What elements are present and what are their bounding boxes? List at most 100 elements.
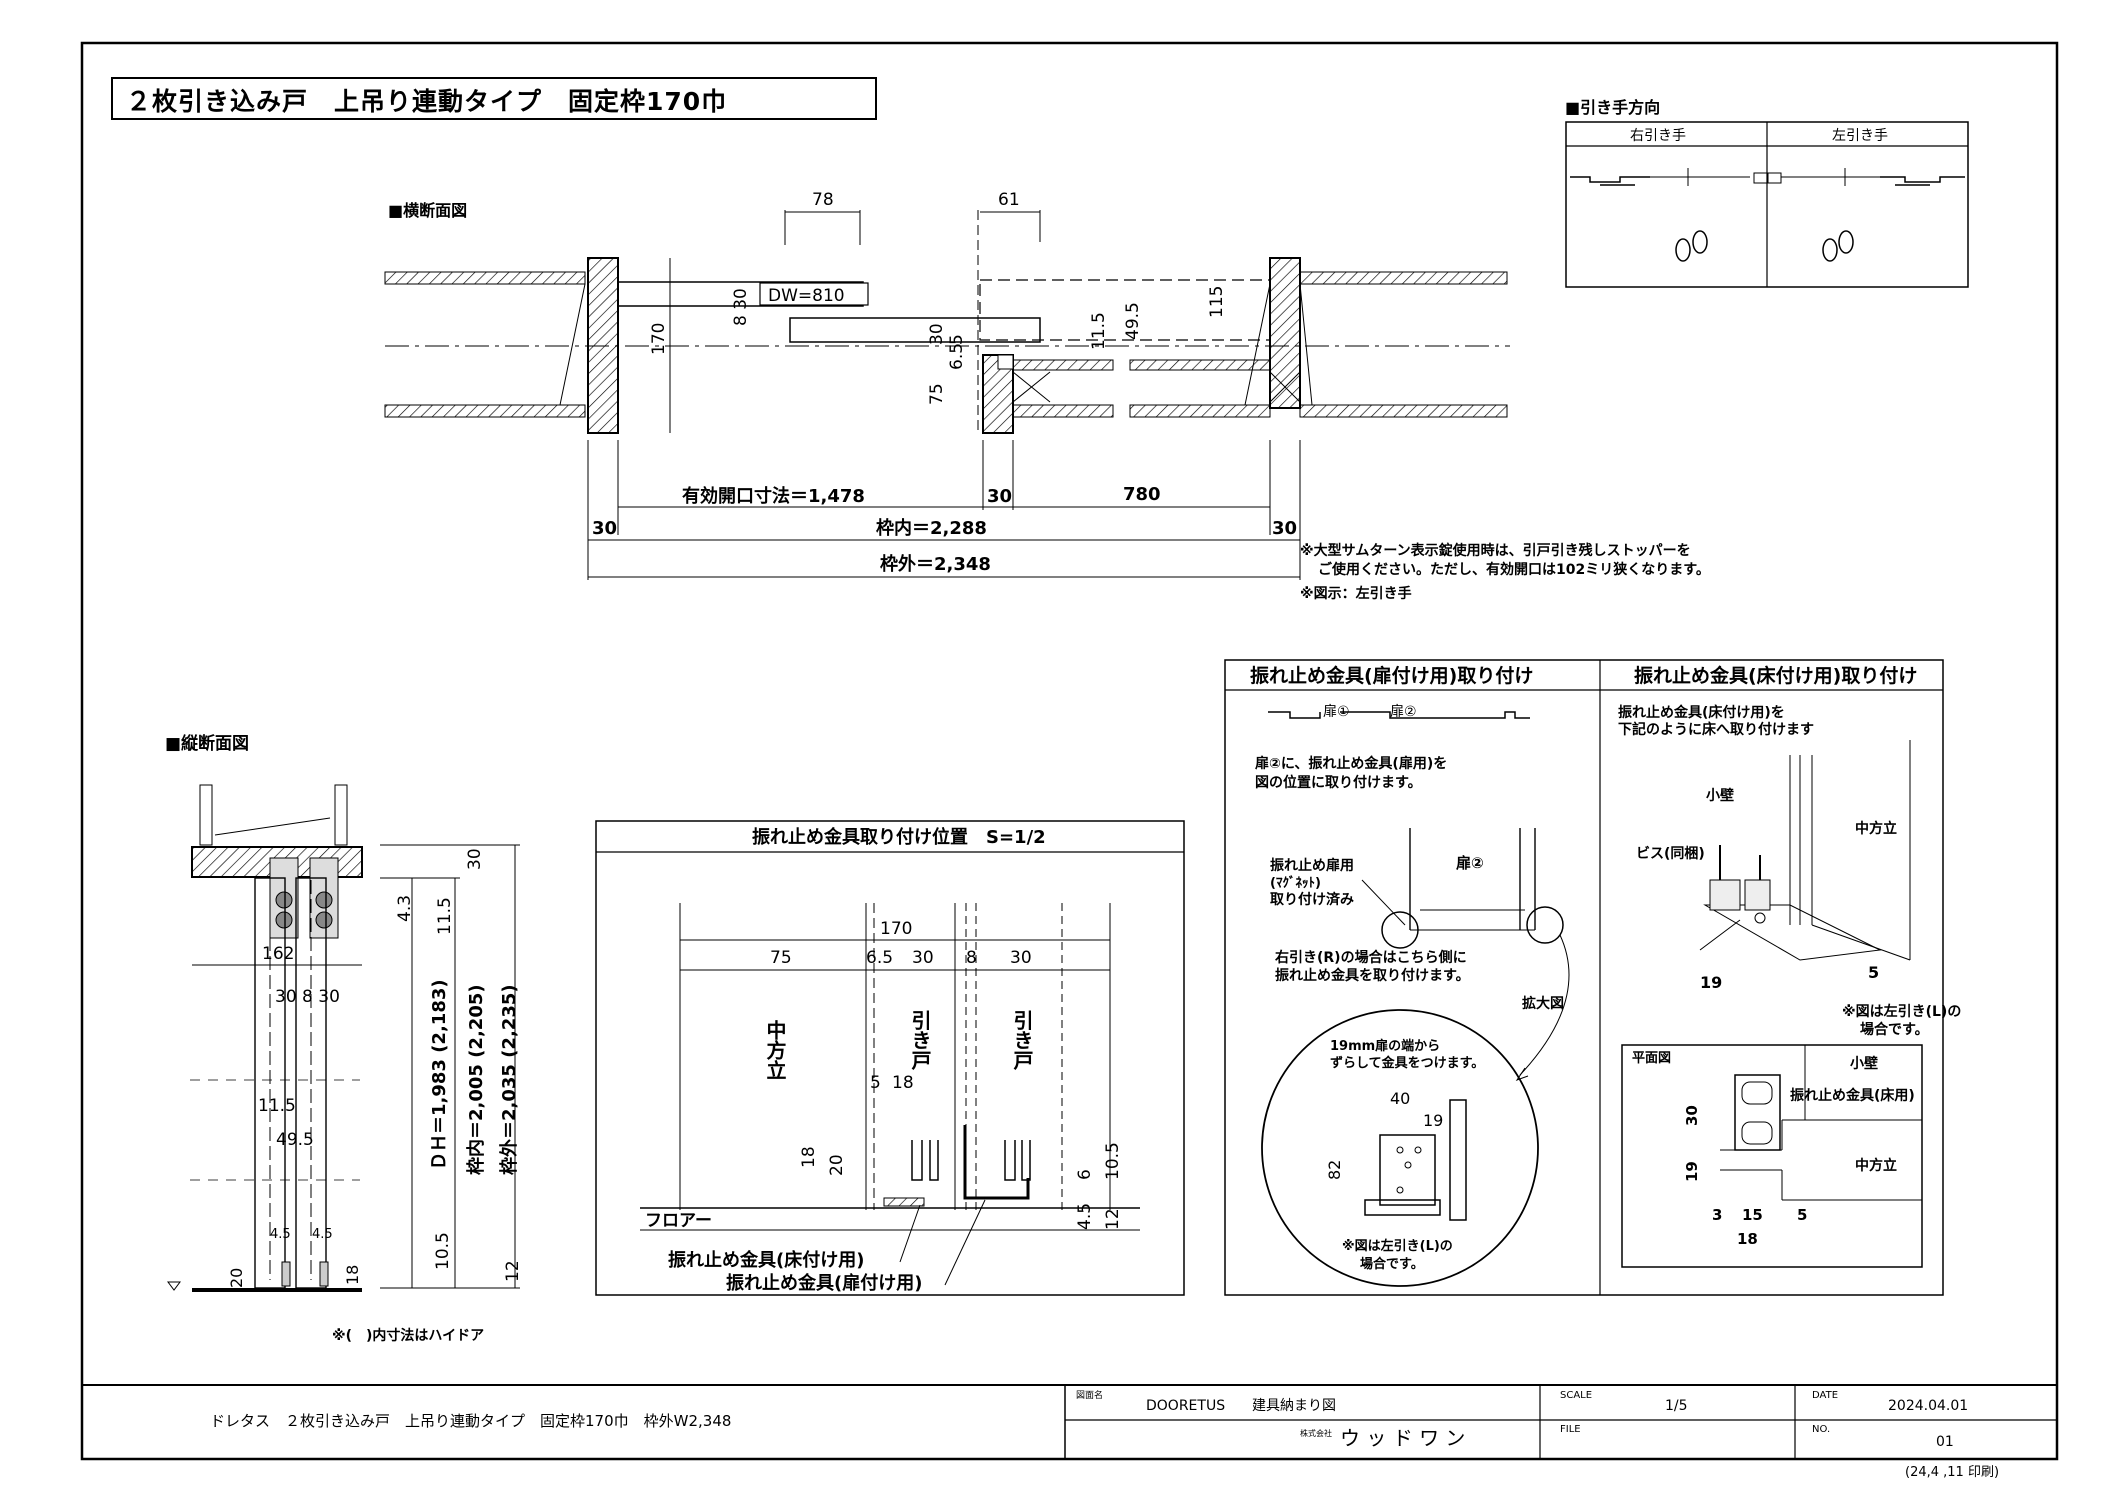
door-mount-heading: 振れ止め金具(扉付け用)取り付け	[1250, 664, 1533, 687]
section-dh: ＤＨ＝1,983 (2,183)	[429, 979, 450, 1170]
footer-company-label: 株式会社	[1300, 1428, 1332, 1438]
door-2-detail: 扉②	[1455, 854, 1484, 872]
zoom-label: 拡大図	[1522, 995, 1564, 1012]
pv-5: 5	[1797, 1206, 1807, 1224]
left-wall	[384, 271, 586, 418]
plan-dim-75: 75	[927, 383, 947, 405]
wall-label: 小壁	[1706, 787, 1734, 804]
pv-15: 15	[1742, 1206, 1763, 1224]
pull-direction-box: ■引き手方向 右引き手 左引き手	[1565, 98, 1969, 288]
section-v-4-3: 4.3	[395, 895, 415, 922]
pos-75: 75	[770, 948, 792, 968]
plan-view-column: 中方立	[1855, 1157, 1897, 1174]
floor-mount-box: 振れ止め金具(床付け用)取り付け 振れ止め金具(床付け用)を 下記のように床へ取…	[1618, 664, 1961, 1268]
footer-printed: (24,4 ,11 印刷)	[1905, 1465, 1999, 1480]
right-wall	[1299, 271, 1508, 418]
plan-note-2: ご使用ください。ただし、有効開口は102ミリ狭くなります。	[1318, 561, 1710, 578]
section-dim-4-5a: 4.5	[270, 1227, 291, 1242]
door-2-label: 扉②	[1390, 704, 1417, 720]
floor-mount-heading: 振れ止め金具(床付け用)取り付け	[1634, 664, 1917, 687]
callout-2: (ﾏｸﾞﾈｯﾄ)	[1270, 875, 1321, 891]
plan-dim-30: 30	[927, 323, 947, 345]
right-pull-label: 右引き手	[1630, 128, 1686, 144]
plan-outer: 枠外＝2,348	[880, 553, 991, 575]
floor-mount-text-2: 下記のように床へ取り付けます	[1618, 721, 1814, 738]
pos-v12: 12	[1103, 1208, 1123, 1230]
mount-position-heading: 振れ止め金具取り付け位置 S=1/2	[752, 826, 1046, 848]
title-box: ２枚引き込み戸 上吊り連動タイプ 固定枠170巾	[111, 77, 877, 120]
right-pull-note-1: 右引き(R)の場合はこちら側に	[1274, 949, 1467, 966]
screw-label: ビス(同梱)	[1636, 845, 1705, 862]
plan-note-1: ※大型サムターン表示錠使用時は、引戸引き残しストッパーを	[1300, 542, 1691, 559]
footer-date-label: DATE	[1812, 1390, 1838, 1401]
vertical-section: ■縦断面図 162 30 8 30 11.5 49.5 4.5 4.5 20	[165, 733, 523, 1344]
section-v-11-5: 11.5	[435, 897, 455, 935]
footer-no-label: NO.	[1812, 1424, 1830, 1435]
zoom-82: 82	[1325, 1160, 1344, 1180]
section-dim-30-8-30: 30 8 30	[275, 987, 340, 1007]
plan-right-30: 30	[1272, 518, 1297, 539]
footer-date: 2024.04.01	[1888, 1398, 1968, 1414]
mount-position-box: 振れ止め金具取り付け位置 S=1/2 170 75 6.5 30 8 30 中方…	[595, 820, 1185, 1296]
pos-v18: 18	[799, 1146, 819, 1168]
right-jamb	[1269, 257, 1301, 409]
section-dim-49-5: 49.5	[276, 1130, 314, 1150]
plan-dim-115: 115	[1207, 286, 1227, 318]
plan-dim-11-5: 11.5	[1089, 312, 1109, 350]
zoom-note-2: 場合です。	[1360, 1256, 1424, 1272]
plan-mid-30: 30	[987, 486, 1012, 507]
plan-dim-78: 78	[812, 190, 834, 210]
plan-dim-170: 170	[649, 323, 669, 355]
footer-name-1: DOORETUS	[1146, 1398, 1225, 1414]
pos-v4-5: 4.5	[1075, 1203, 1095, 1230]
effective-opening: 有効開口寸法＝1,478	[682, 485, 865, 507]
floor-note-2: 場合です。	[1860, 1021, 1929, 1038]
footer-name-label: 図面名	[1076, 1389, 1103, 1401]
footer-scale: 1/5	[1665, 1398, 1688, 1414]
section-inner: 枠内＝2,005 (2,205)	[465, 984, 487, 1175]
section-v-12: 12	[503, 1260, 523, 1282]
plan-note-3: ※図示：左引き手	[1300, 585, 1412, 602]
section-note: ※( )内寸法はハイドア	[332, 1327, 484, 1344]
callout-1: 振れ止め扉用	[1270, 857, 1354, 874]
floor-note-1: ※図は左引き(L)の	[1842, 1003, 1961, 1020]
section-v-10-5: 10.5	[433, 1232, 453, 1270]
section-dim-20: 20	[227, 1268, 246, 1288]
pos-v20: 20	[827, 1154, 847, 1176]
door-1-label: 扉①	[1323, 704, 1350, 720]
plan-dim-8-30: 8 30	[731, 288, 751, 326]
plan-view-wall: 小壁	[1850, 1055, 1878, 1072]
pos-v10-5: 10.5	[1103, 1142, 1123, 1180]
footer-file-label: FILE	[1560, 1424, 1581, 1435]
floor-19: 19	[1700, 973, 1722, 992]
pos-5: 5	[870, 1073, 881, 1093]
section-dim-11-5: 11.5	[258, 1096, 296, 1116]
pos-18: 18	[892, 1073, 914, 1093]
zoom-text-2: ずらして金具をつけます。	[1330, 1055, 1484, 1071]
pv-18: 18	[1737, 1230, 1758, 1248]
pull-direction-heading: ■引き手方向	[1565, 98, 1660, 117]
plan-heading: ■横断面図	[388, 201, 467, 220]
zoom-19: 19	[1423, 1111, 1443, 1130]
title-block: ドレタス ２枚引き込み戸 上吊り連動タイプ 固定枠170巾 枠外W2,348 図…	[82, 1384, 2057, 1480]
door-bracket-label: 振れ止め金具(扉付け用)	[726, 1272, 922, 1294]
floor-label: フロアー	[645, 1211, 712, 1231]
zoom-note-1: ※図は左引き(L)の	[1342, 1238, 1453, 1254]
door-panel-2	[789, 317, 1041, 343]
pos-v6: 6	[1075, 1169, 1095, 1180]
section-outer: 枠外＝2,035 (2,235)	[498, 984, 520, 1175]
plan-dim-5: 5	[947, 334, 967, 345]
footer-scale-label: SCALE	[1560, 1390, 1592, 1401]
plan-dim-6-5: 6.5	[947, 343, 967, 370]
section-v-30: 30	[465, 848, 485, 870]
column-label: 中方立	[1855, 820, 1897, 837]
pos-170: 170	[880, 919, 912, 939]
plan-780: 780	[1123, 484, 1161, 505]
plan-view-label: 平面図	[1632, 1051, 1671, 1066]
pv-30: 30	[1683, 1105, 1701, 1126]
zoom-text-1: 19mm扉の端から	[1330, 1038, 1440, 1054]
plan-inner: 枠内＝2,288	[876, 517, 987, 539]
floor-mount-text-1: 振れ止め金具(床付け用)を	[1618, 704, 1785, 721]
footer-description: ドレタス ２枚引き込み戸 上吊り連動タイプ 固定枠170巾 枠外W2,348	[210, 1412, 731, 1430]
